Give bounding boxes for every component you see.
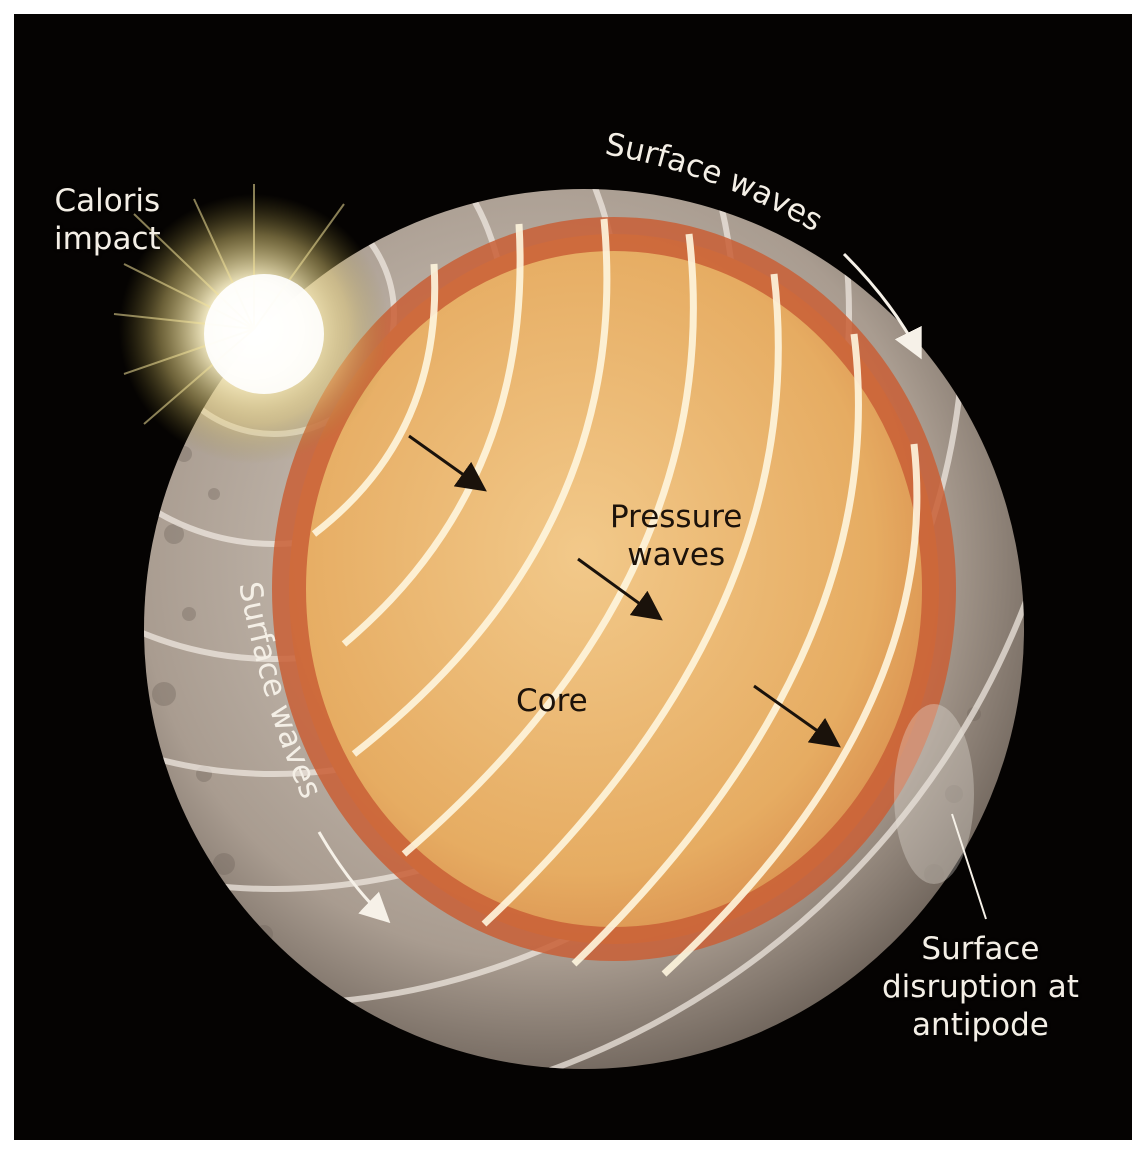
caloris-impact-line-2: impact — [54, 220, 161, 258]
core-label-text: Core — [516, 682, 588, 720]
caloris-impact-label: Caloris impact — [54, 182, 161, 258]
core-label: Core — [516, 682, 588, 720]
pressure-waves-label: Pressure waves — [610, 498, 742, 574]
pressure-waves-line-2: waves — [610, 536, 742, 574]
pressure-waves-line-1: Pressure — [610, 498, 742, 536]
caloris-impact-line-1: Caloris — [54, 182, 161, 220]
illustration-panel: Surface waves Surface waves Caloris impa… — [14, 14, 1132, 1140]
antipode-line-2: disruption at — [882, 968, 1079, 1006]
antipode-label: Surface disruption at antipode — [882, 930, 1079, 1044]
antipode-line-3: antipode — [882, 1006, 1079, 1044]
antipode-line-1: Surface — [882, 930, 1079, 968]
